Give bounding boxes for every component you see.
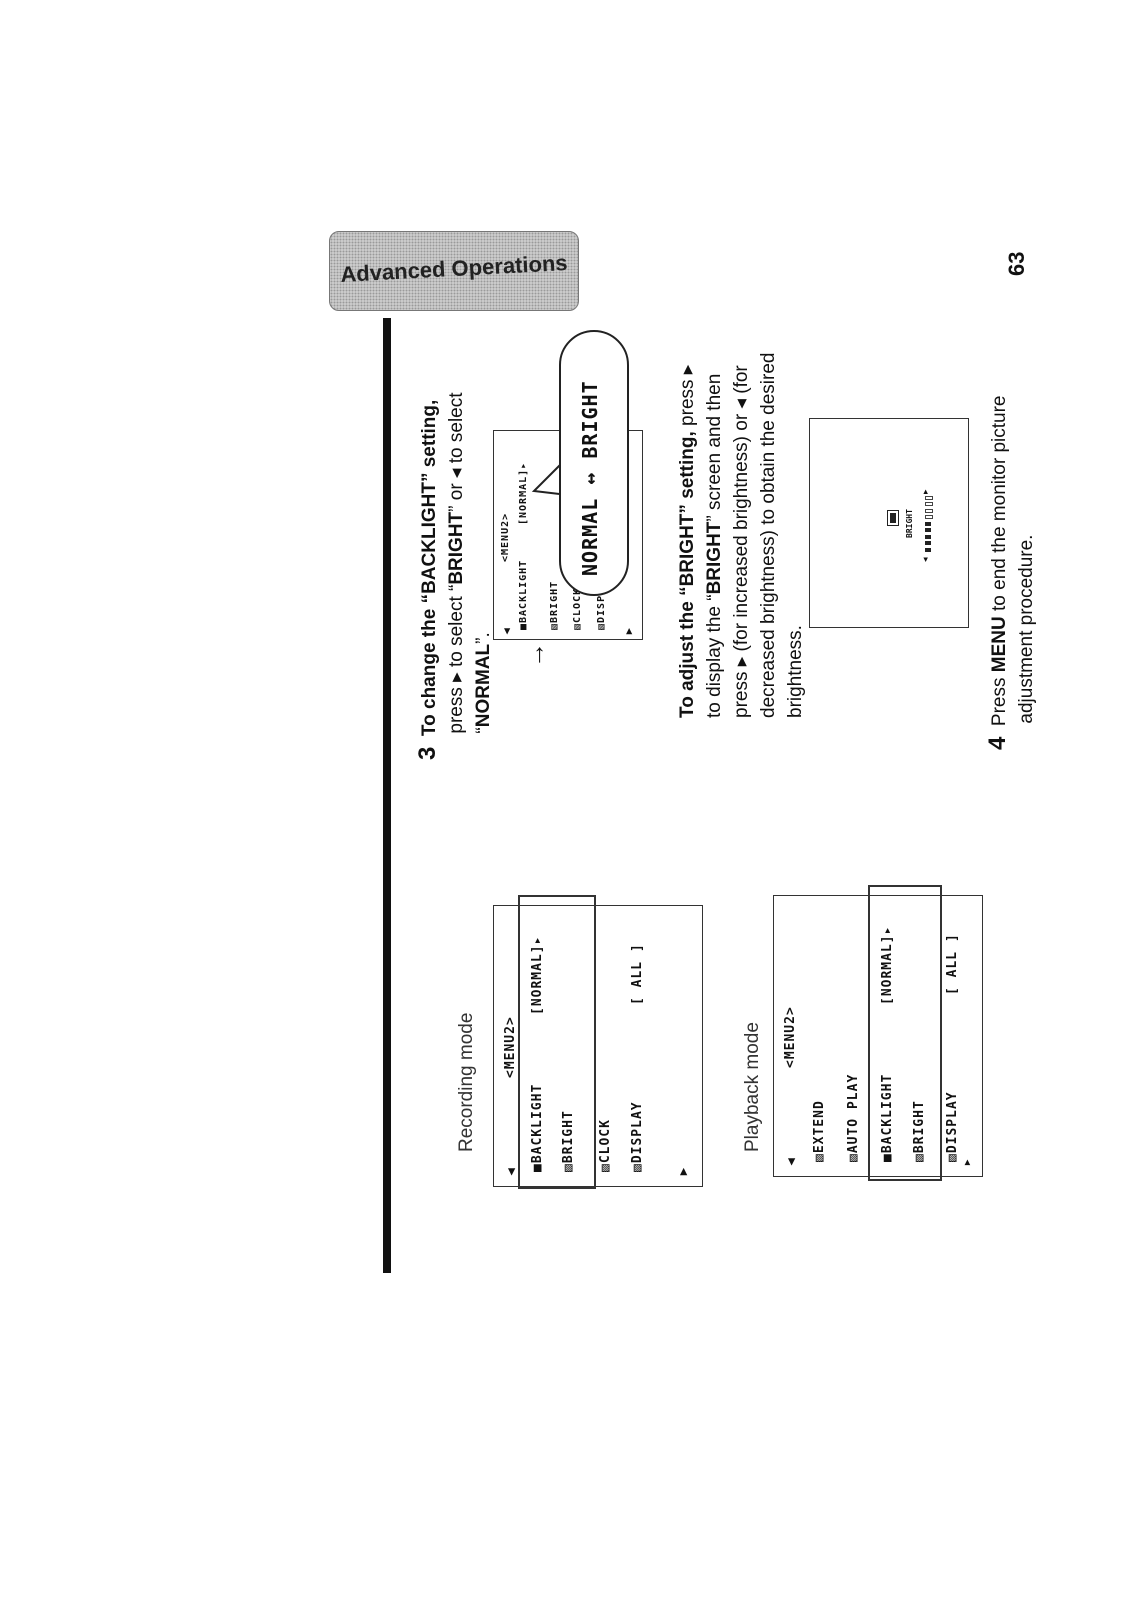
playback-item-extend: ▧EXTEND xyxy=(812,1100,827,1162)
brightness-segment xyxy=(925,534,931,539)
recording-mode-caption: Recording mode xyxy=(456,1012,477,1152)
step-4-line-1a: Press xyxy=(989,672,1010,727)
step-4-line-2: adjustment procedure. xyxy=(1016,534,1037,724)
adjust-line-5: brightness. xyxy=(785,625,806,718)
playback-backlight-value: [NORMAL]▸ xyxy=(880,925,895,1005)
recording-display-value: [ ALL ] xyxy=(630,943,645,1005)
step-4-line-1c: to end the monitor picture xyxy=(989,395,1010,617)
recording-item-bright: ▧BRIGHT xyxy=(561,1110,576,1172)
adjust-line-2a: to display the “ xyxy=(704,594,725,718)
step-3-line-3a: “ xyxy=(473,727,494,734)
brightness-level-bar xyxy=(924,494,933,554)
adjust-line-2b: BRIGHT xyxy=(704,521,725,595)
brightness-segment xyxy=(925,521,931,526)
bright-right-arrow: ▸ xyxy=(920,489,930,494)
recording-item-backlight: ■BACKLIGHT xyxy=(530,1083,545,1172)
adjust-line-3: press ▸ (for increased brightness) or ◂ … xyxy=(731,365,752,718)
menu-small-backlight-value: [NORMAL]▸ xyxy=(518,461,529,525)
section-title: Advanced Operations xyxy=(339,250,569,287)
recording-arrow-up: ◂ xyxy=(503,1167,518,1175)
adjust-bright-text: To adjust the “BRIGHT” setting, press ▸ … xyxy=(674,353,809,718)
playback-item-bright: ▧BRIGHT xyxy=(912,1100,927,1162)
step-3-text: 3 To change the “BACKLIGHT” setting, pre… xyxy=(414,392,497,760)
normal-bright-bubble xyxy=(559,330,629,596)
step-3-line-2c: ” or ◂ to select xyxy=(446,392,467,512)
recording-item-clock: ▧CLOCK xyxy=(598,1119,613,1172)
brightness-segment xyxy=(925,515,933,519)
bubble-text: NORMAL ↔ BRIGHT xyxy=(578,380,602,576)
bright-adjust-screen xyxy=(809,418,969,628)
menu-small-arrow-down: ▸ xyxy=(623,627,635,634)
bright-left-arrow: ◂ xyxy=(920,557,930,562)
playback-item-display: ▧DISPLAY xyxy=(945,1091,960,1162)
playback-menu-title: <MENU2> xyxy=(783,1006,798,1068)
recording-menu-title: <MENU2> xyxy=(503,1016,518,1078)
step-3-line-2b: BRIGHT xyxy=(446,511,467,585)
brightness-segment xyxy=(925,541,931,545)
adjust-line-2c: ” screen and then xyxy=(704,373,725,522)
brightness-segment xyxy=(925,528,931,532)
playback-mode-caption: Playback mode xyxy=(742,1022,763,1152)
recording-highlight-box xyxy=(518,895,596,1189)
menu-small-item-clock: ▧CLOCK xyxy=(572,587,583,630)
recording-backlight-value: [NORMAL]▸ xyxy=(530,935,545,1015)
brightness-segment xyxy=(925,547,931,552)
pointer-arrow-icon: → xyxy=(520,642,550,668)
playback-item-backlight: ■BACKLIGHT xyxy=(880,1073,895,1162)
section-tab: Advanced Operations xyxy=(329,231,579,311)
playback-item-auto-play: ▧AUTO PLAY xyxy=(846,1073,861,1162)
step-3-line-3c: ”. xyxy=(473,632,494,644)
brightness-segment xyxy=(925,502,933,506)
step-4-text: 4 Press MENU to end the monitor picture … xyxy=(984,396,1040,750)
playback-menu-screen xyxy=(773,895,983,1177)
adjust-line-1b: press ▸ xyxy=(677,364,698,432)
step-4-number: 4 xyxy=(984,736,1011,750)
adjust-line-4: decreased brightness) to obtain the desi… xyxy=(758,352,779,718)
section-rule xyxy=(383,318,391,1273)
step-number: 3 xyxy=(414,746,441,760)
menu-small-item-backlight: ■BACKLIGHT xyxy=(518,559,529,630)
step-3-line-2a: press ▸ to select “ xyxy=(446,584,467,734)
page-number: 63 xyxy=(1004,251,1029,276)
recording-menu-screen xyxy=(493,905,703,1187)
playback-arrow-up: ◂ xyxy=(783,1157,798,1165)
step-4-line-1b: MENU xyxy=(989,616,1010,673)
menu-small-title: <MENU2> xyxy=(500,512,511,562)
step-3-line-3b: NORMAL xyxy=(473,643,494,728)
adjust-line-1a: To adjust the “BRIGHT” setting, xyxy=(677,431,698,718)
playback-highlight-box xyxy=(868,885,942,1181)
playback-arrow-down: ▸ xyxy=(962,1158,973,1165)
playback-display-value: [ ALL ] xyxy=(945,933,960,995)
brightness-segment xyxy=(925,508,933,513)
recording-arrow-down: ▸ xyxy=(675,1167,690,1175)
menu-small-item-bright: ▧BRIGHT xyxy=(549,580,560,630)
menu-small-arrow-up: ◂ xyxy=(501,627,513,634)
step-3-line-1: To change the “BACKLIGHT” setting, xyxy=(419,399,440,737)
recording-item-display: ▧DISPLAY xyxy=(630,1101,645,1172)
bright-label: BRIGHT xyxy=(905,509,914,538)
brightness-icon xyxy=(887,510,899,526)
brightness-segment xyxy=(925,495,933,500)
